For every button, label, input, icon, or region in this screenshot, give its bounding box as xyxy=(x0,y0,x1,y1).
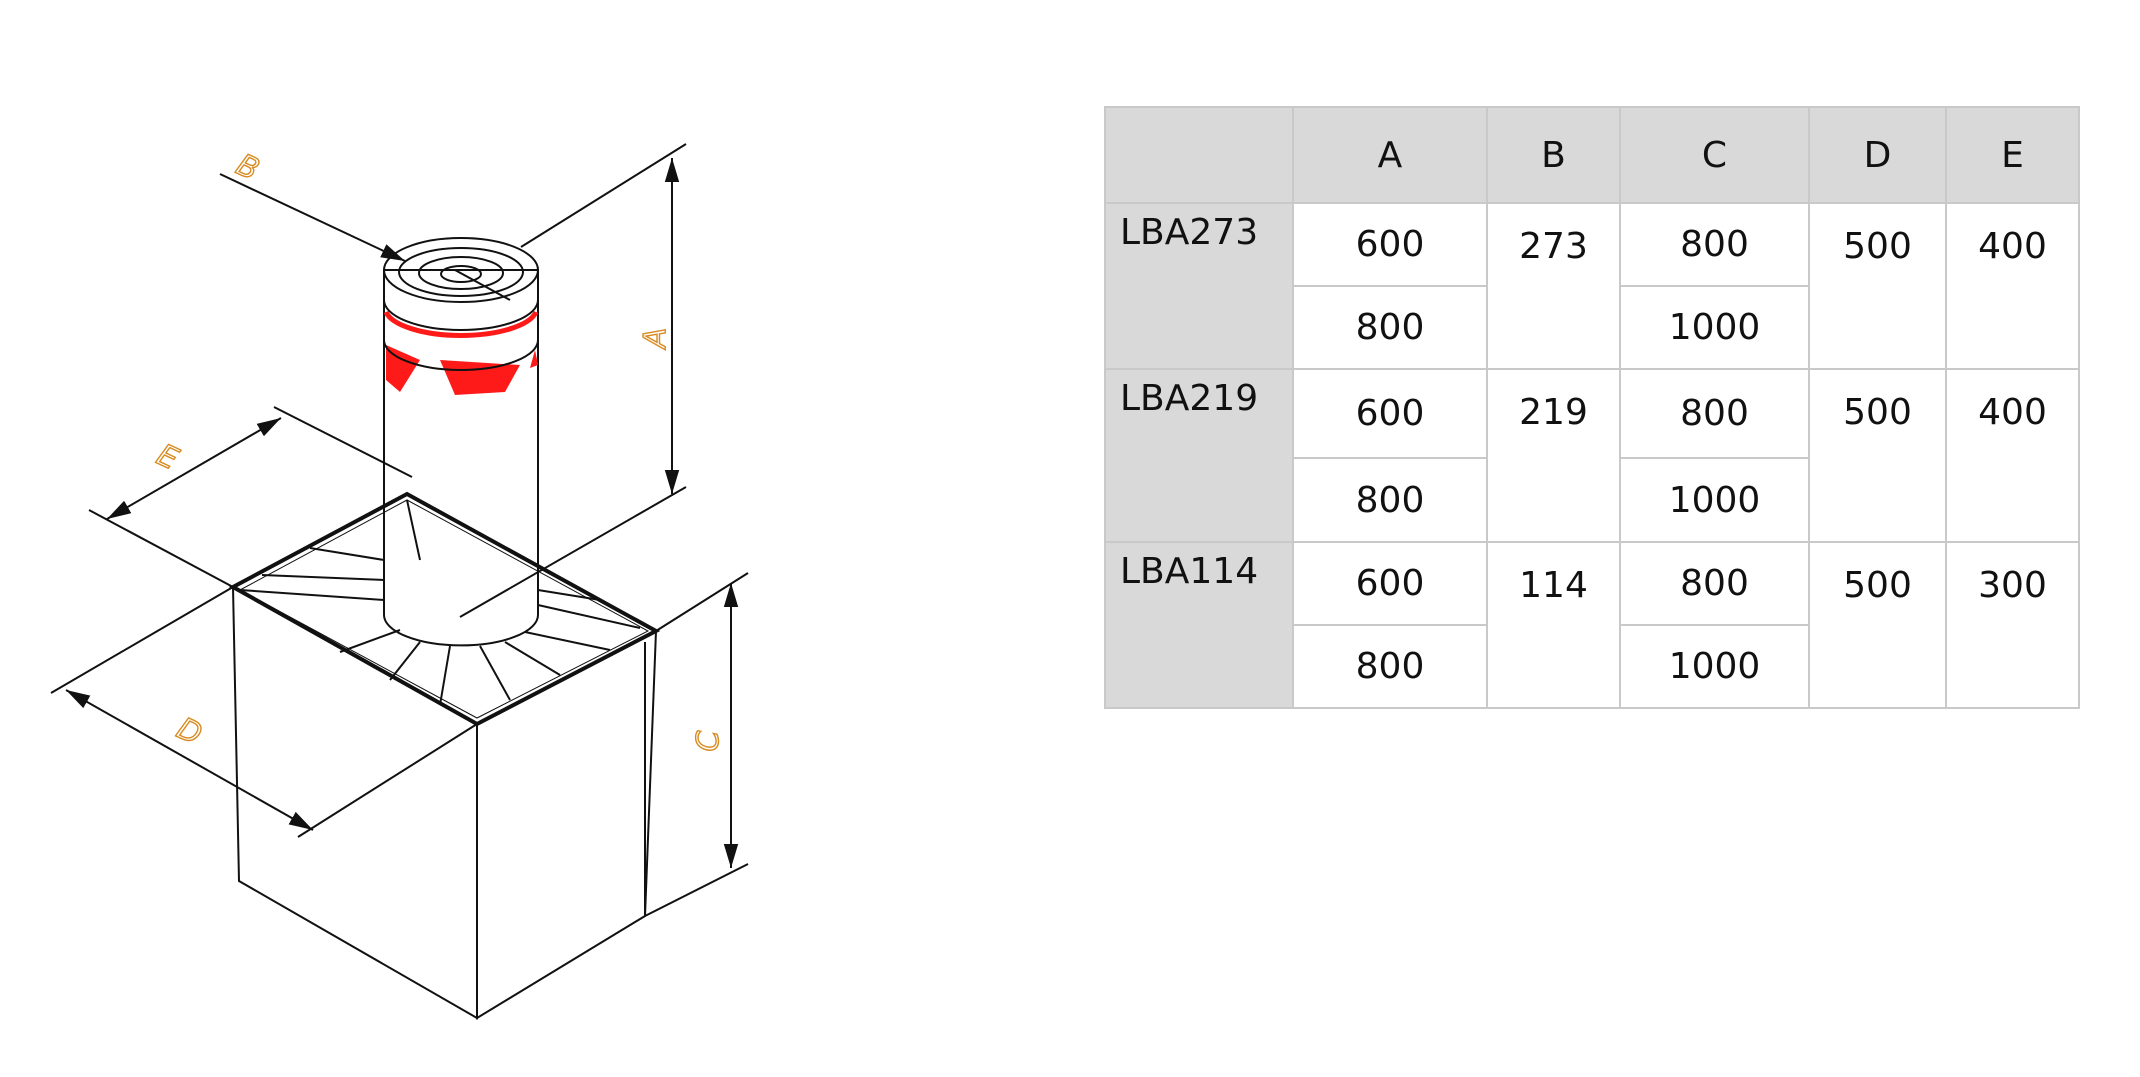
label-c: C xyxy=(691,730,726,751)
cell-d: 500 xyxy=(1808,202,1947,370)
cell-c: 1000 xyxy=(1619,457,1810,543)
plate-rib xyxy=(339,629,401,653)
plate-rib xyxy=(524,631,611,651)
base-plate xyxy=(228,491,661,727)
header-model xyxy=(1104,106,1294,204)
cell-e: 300 xyxy=(1945,541,2080,709)
plate-rib xyxy=(537,604,641,629)
plate-rib xyxy=(261,574,385,581)
cell-e: 400 xyxy=(1945,202,2080,370)
table-row: LBA273 600 273 800 500 400 xyxy=(1104,202,2080,370)
cell-a: 800 xyxy=(1292,457,1488,543)
label-d: D xyxy=(171,711,207,752)
cell-d: 500 xyxy=(1808,368,1947,543)
cell-c: 800 xyxy=(1619,368,1810,459)
table-row: 800 1000 xyxy=(1105,457,2079,543)
plate-rib xyxy=(309,547,385,561)
model-cell: LBA114 xyxy=(1104,541,1294,709)
table-header-row: A B C D E xyxy=(1104,106,2080,204)
header-d: D xyxy=(1808,106,1947,204)
table-row: 800 1000 xyxy=(1105,624,2079,709)
plate-rib xyxy=(239,589,385,601)
table-row: LBA219 600 219 800 500 400 xyxy=(1104,368,2080,543)
cell-b: 273 xyxy=(1486,202,1621,370)
bollard-cylinder xyxy=(383,237,539,647)
cell-a: 800 xyxy=(1292,285,1488,370)
plate-rib xyxy=(389,641,421,681)
cell-e: 400 xyxy=(1945,368,2080,543)
plate-rib xyxy=(537,589,601,601)
plate-rib xyxy=(504,641,561,676)
dimension-b: B xyxy=(219,147,511,301)
cell-c: 800 xyxy=(1619,541,1810,626)
table-row: LBA114 600 114 800 500 300 xyxy=(1104,541,2080,709)
header-b: B xyxy=(1486,106,1621,204)
label-a: A xyxy=(638,328,673,351)
plate-rib xyxy=(406,499,421,561)
cell-a: 600 xyxy=(1292,202,1488,287)
red-reflective-stripe xyxy=(386,345,420,392)
dimension-a: A xyxy=(459,143,687,618)
red-reflective-stripe xyxy=(440,360,520,395)
cell-c: 1000 xyxy=(1619,624,1810,709)
header-c: C xyxy=(1619,106,1810,204)
bollard-technical-drawing: A B E D C xyxy=(50,143,749,1020)
cell-d: 500 xyxy=(1808,541,1947,709)
header-a: A xyxy=(1292,106,1488,204)
cell-a: 600 xyxy=(1292,368,1488,459)
cell-a: 800 xyxy=(1292,624,1488,709)
model-cell: LBA273 xyxy=(1104,202,1294,370)
top-cap xyxy=(383,237,539,303)
cell-a: 600 xyxy=(1292,541,1488,626)
plate-rib xyxy=(439,645,451,706)
model-cell: LBA219 xyxy=(1104,368,1294,543)
cell-b: 219 xyxy=(1486,368,1621,543)
table-row: 800 1000 xyxy=(1105,285,2079,370)
plate-rib xyxy=(479,645,511,701)
cell-b: 114 xyxy=(1486,541,1621,709)
label-e: E xyxy=(151,437,183,477)
header-e: E xyxy=(1945,106,2080,204)
cell-c: 1000 xyxy=(1619,285,1810,370)
cell-c: 800 xyxy=(1619,202,1810,287)
dimension-c: C xyxy=(644,572,749,917)
plate-rib xyxy=(499,544,539,566)
red-band xyxy=(383,310,539,338)
